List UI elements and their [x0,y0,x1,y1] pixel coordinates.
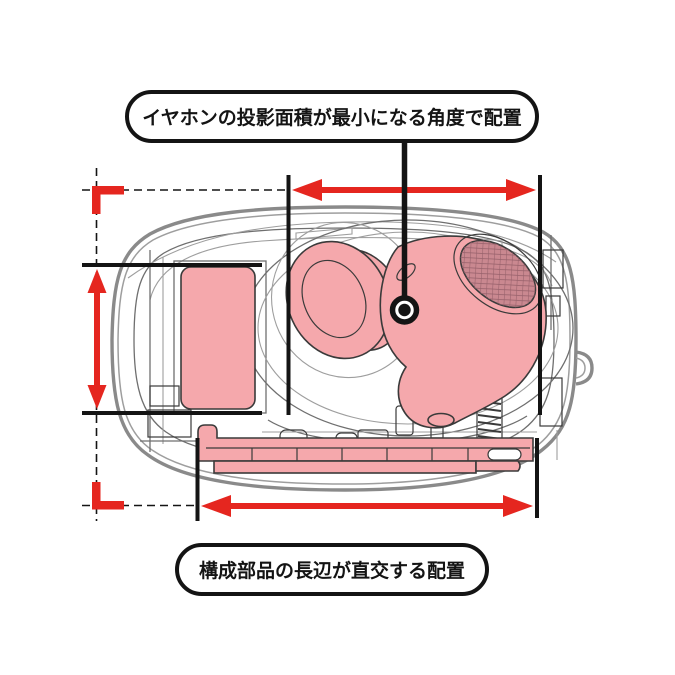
callout-earbud-angle: イヤホンの投影面積が最小になる角度で配置 [125,90,539,143]
battery [180,266,256,410]
earbud-mesh [459,239,537,309]
top-dimension-arrow [292,179,536,201]
case-outline [110,205,594,492]
hinge-button [575,350,594,386]
left-dimension-arrow [87,269,107,409]
corner-bracket-bottom-left [92,482,124,510]
callout-orthogonal-layout-label: 構成部品の長辺が直交する配置 [198,560,465,582]
charging-contact [427,412,455,428]
bottom-dimension [195,438,539,521]
leader-line [389,141,420,325]
corner-bracket-top-left [92,186,124,214]
top-dimension [286,175,542,415]
callout-earbud-angle-label: イヤホンの投影面積が最小になる角度で配置 [142,107,522,129]
target-marker [389,295,420,325]
callout-orthogonal-layout: 構成部品の長辺が直交する配置 [175,543,489,596]
left-dimension [82,263,262,415]
bottom-dimension-arrow [201,495,533,517]
earbud [285,233,547,429]
circuit-board [197,424,534,474]
